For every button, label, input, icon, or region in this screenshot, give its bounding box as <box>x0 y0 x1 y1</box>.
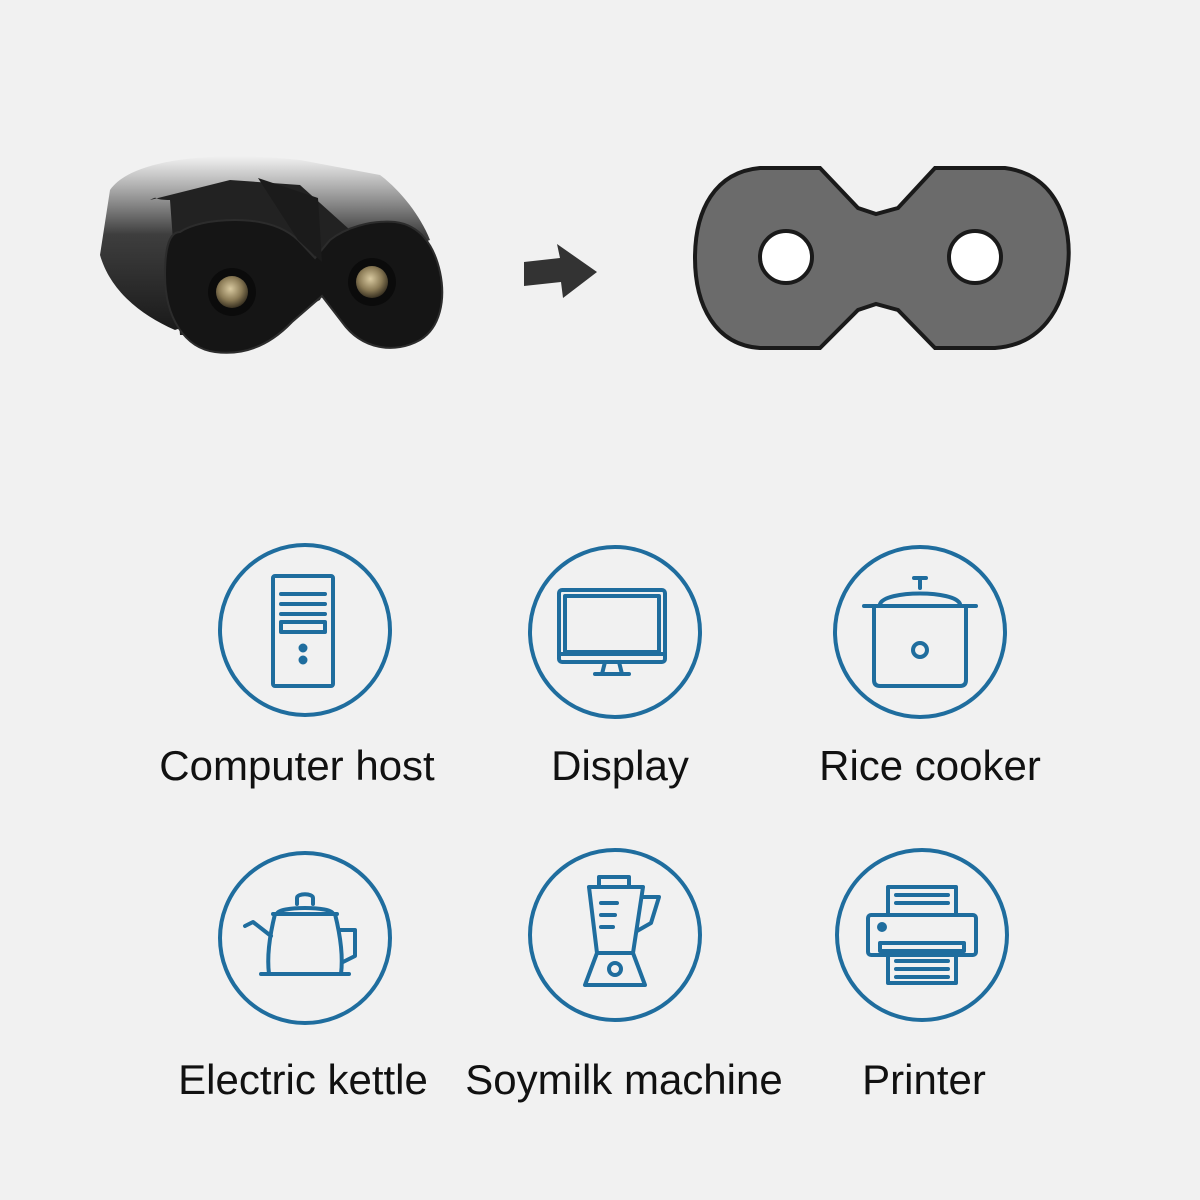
appliance-label: Electric kettle <box>178 1056 428 1103</box>
printer-icon <box>832 845 1012 1025</box>
appliance-label: Printer <box>862 1056 986 1103</box>
appliance-label: Computer host <box>159 742 435 789</box>
figure-8-socket-diagram <box>692 166 1071 350</box>
appliance-label: Soymilk machine <box>465 1056 783 1103</box>
rice-cooker-icon <box>830 542 1010 722</box>
computer-tower-icon <box>215 540 395 720</box>
kettle-icon <box>215 848 395 1028</box>
hero-illustration <box>100 156 1071 354</box>
monitor-icon <box>525 542 705 722</box>
blender-icon <box>525 845 705 1025</box>
arrow-right-icon <box>524 244 597 298</box>
appliance-label: Rice cooker <box>819 742 1041 789</box>
c7-connector-photo <box>100 156 444 354</box>
appliance-label: Display <box>551 742 689 789</box>
